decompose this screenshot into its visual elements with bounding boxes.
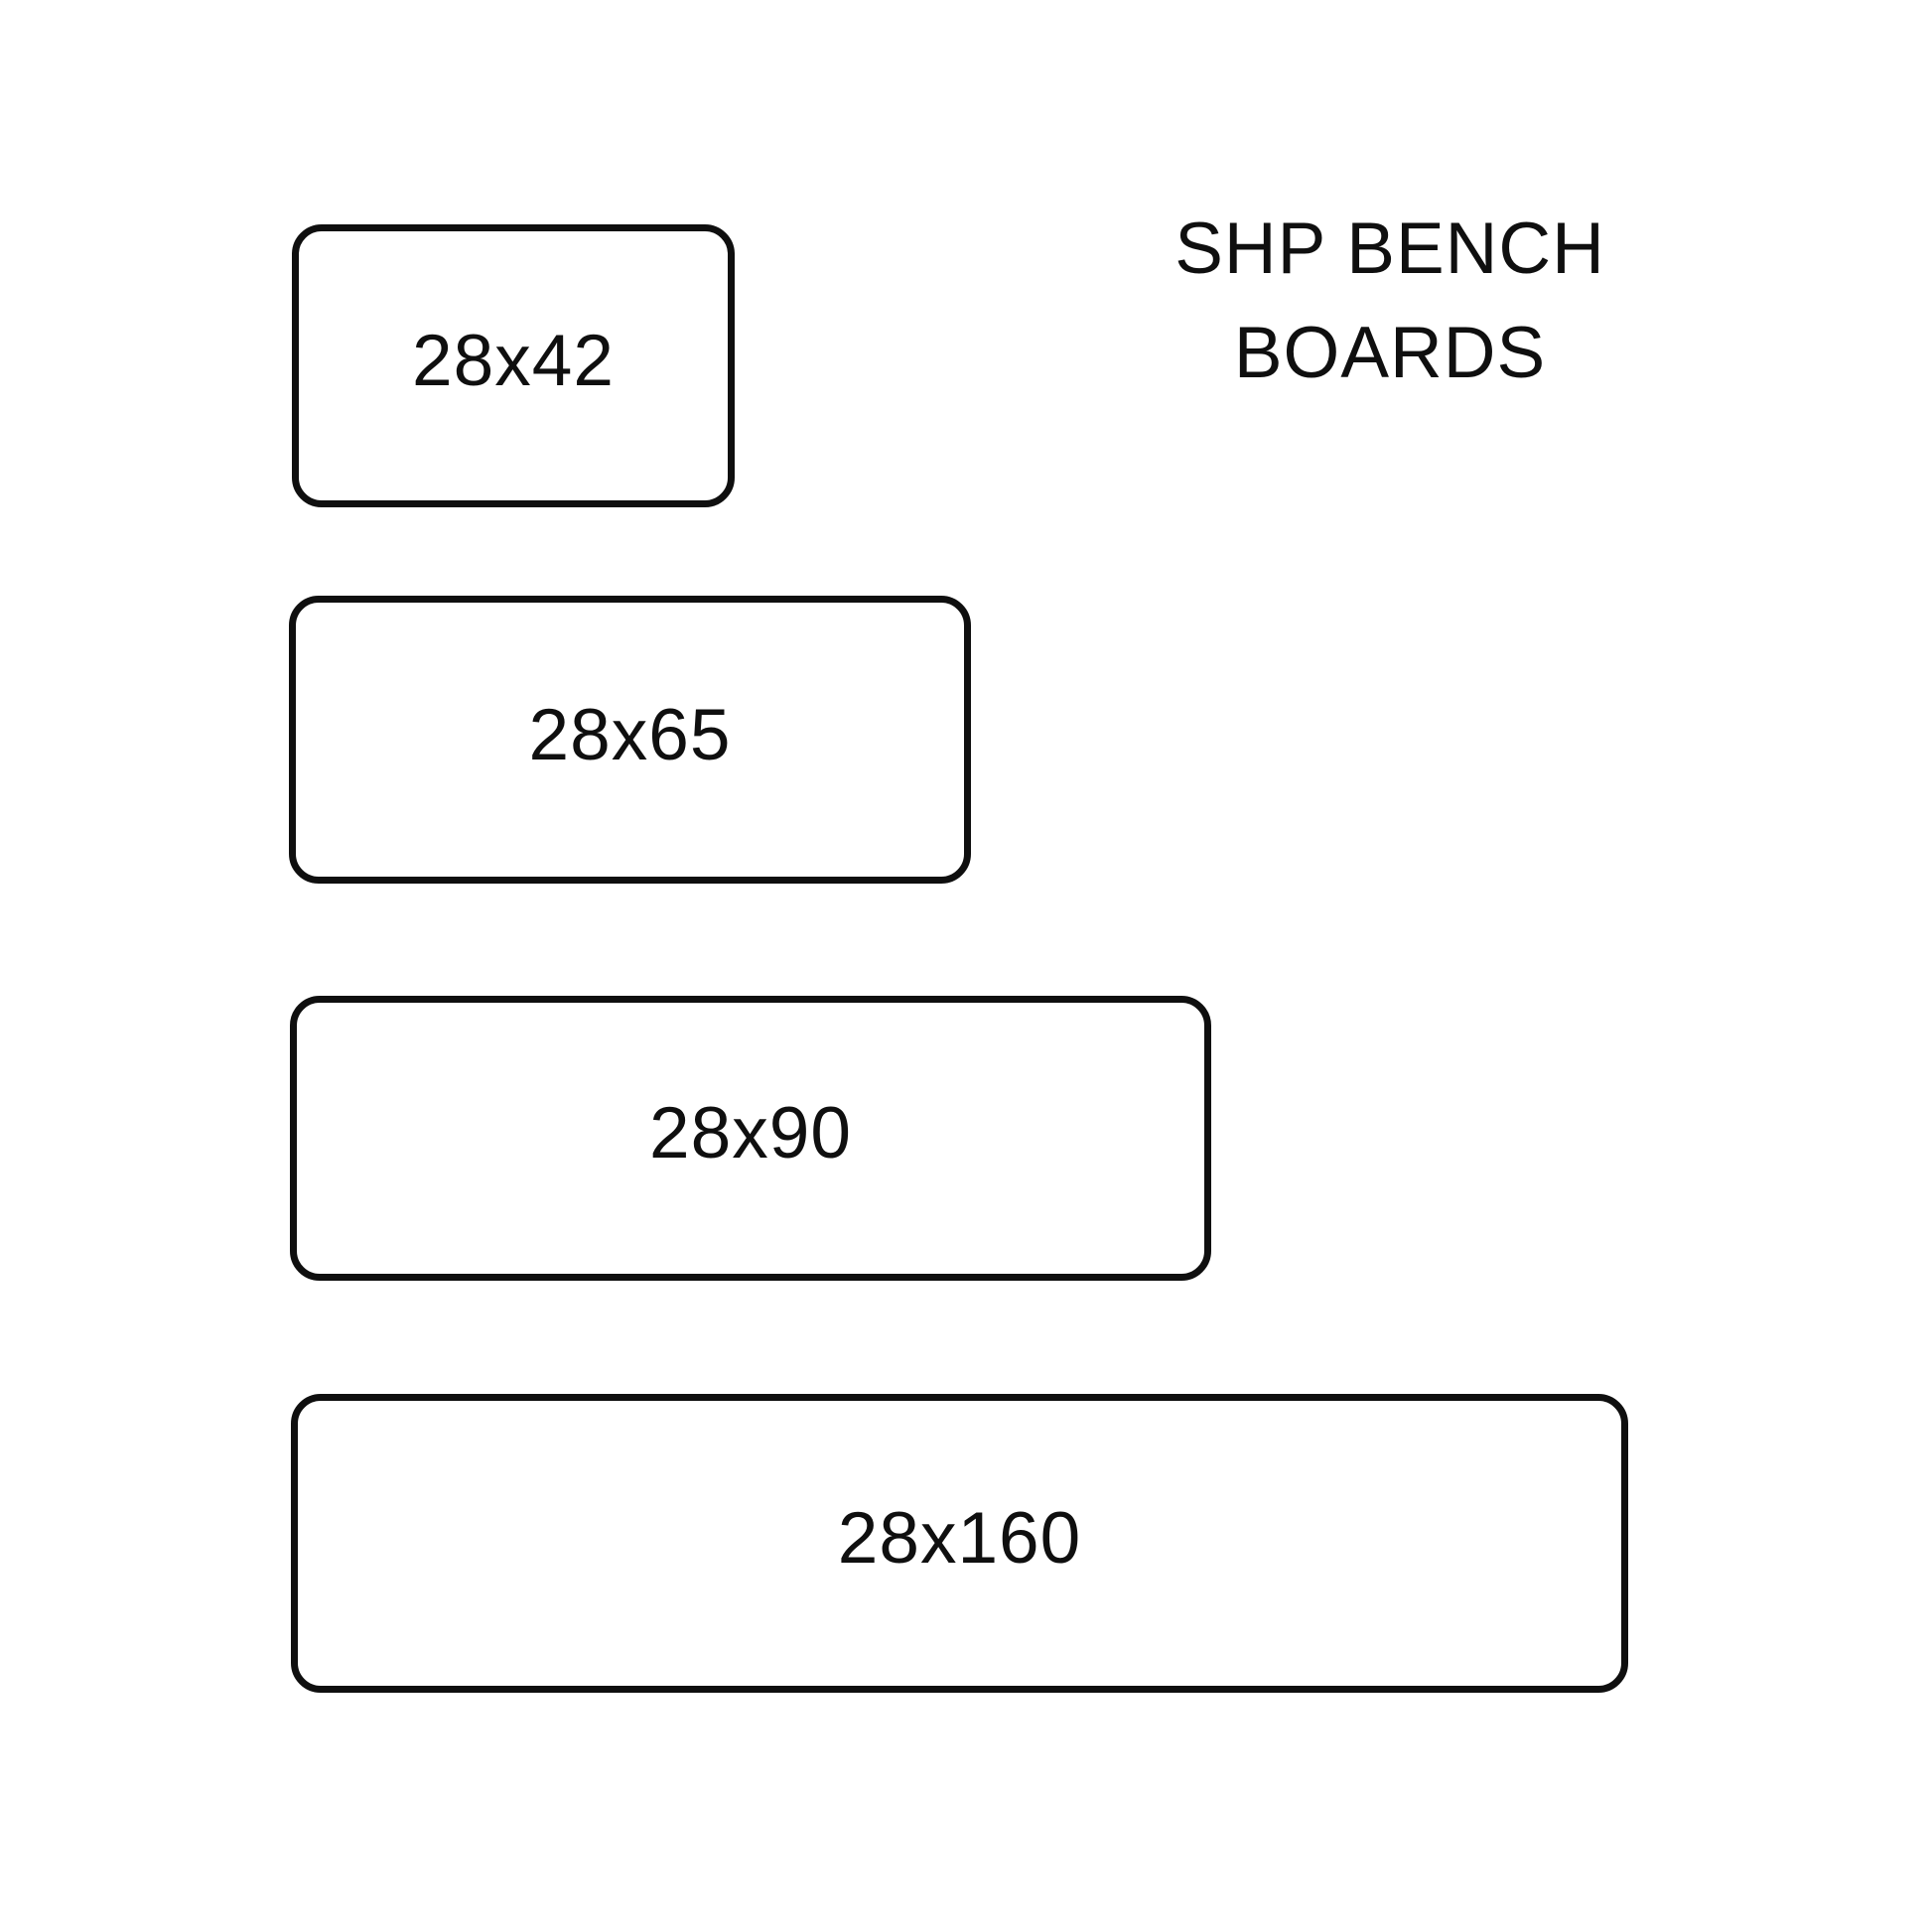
board-28x160: 28x160 — [291, 1394, 1628, 1693]
diagram-title: SHP BENCH BOARDS — [1122, 197, 1658, 405]
title-line-2: BOARDS — [1233, 313, 1547, 393]
board-28x65-label: 28x65 — [528, 694, 732, 775]
board-28x160-label: 28x160 — [837, 1498, 1082, 1579]
board-28x65: 28x65 — [289, 596, 971, 884]
title-line-1: SHP BENCH — [1174, 208, 1605, 289]
board-28x42-label: 28x42 — [412, 321, 615, 401]
board-28x90-label: 28x90 — [649, 1093, 852, 1173]
board-28x42: 28x42 — [292, 224, 735, 507]
board-28x90: 28x90 — [290, 996, 1211, 1281]
